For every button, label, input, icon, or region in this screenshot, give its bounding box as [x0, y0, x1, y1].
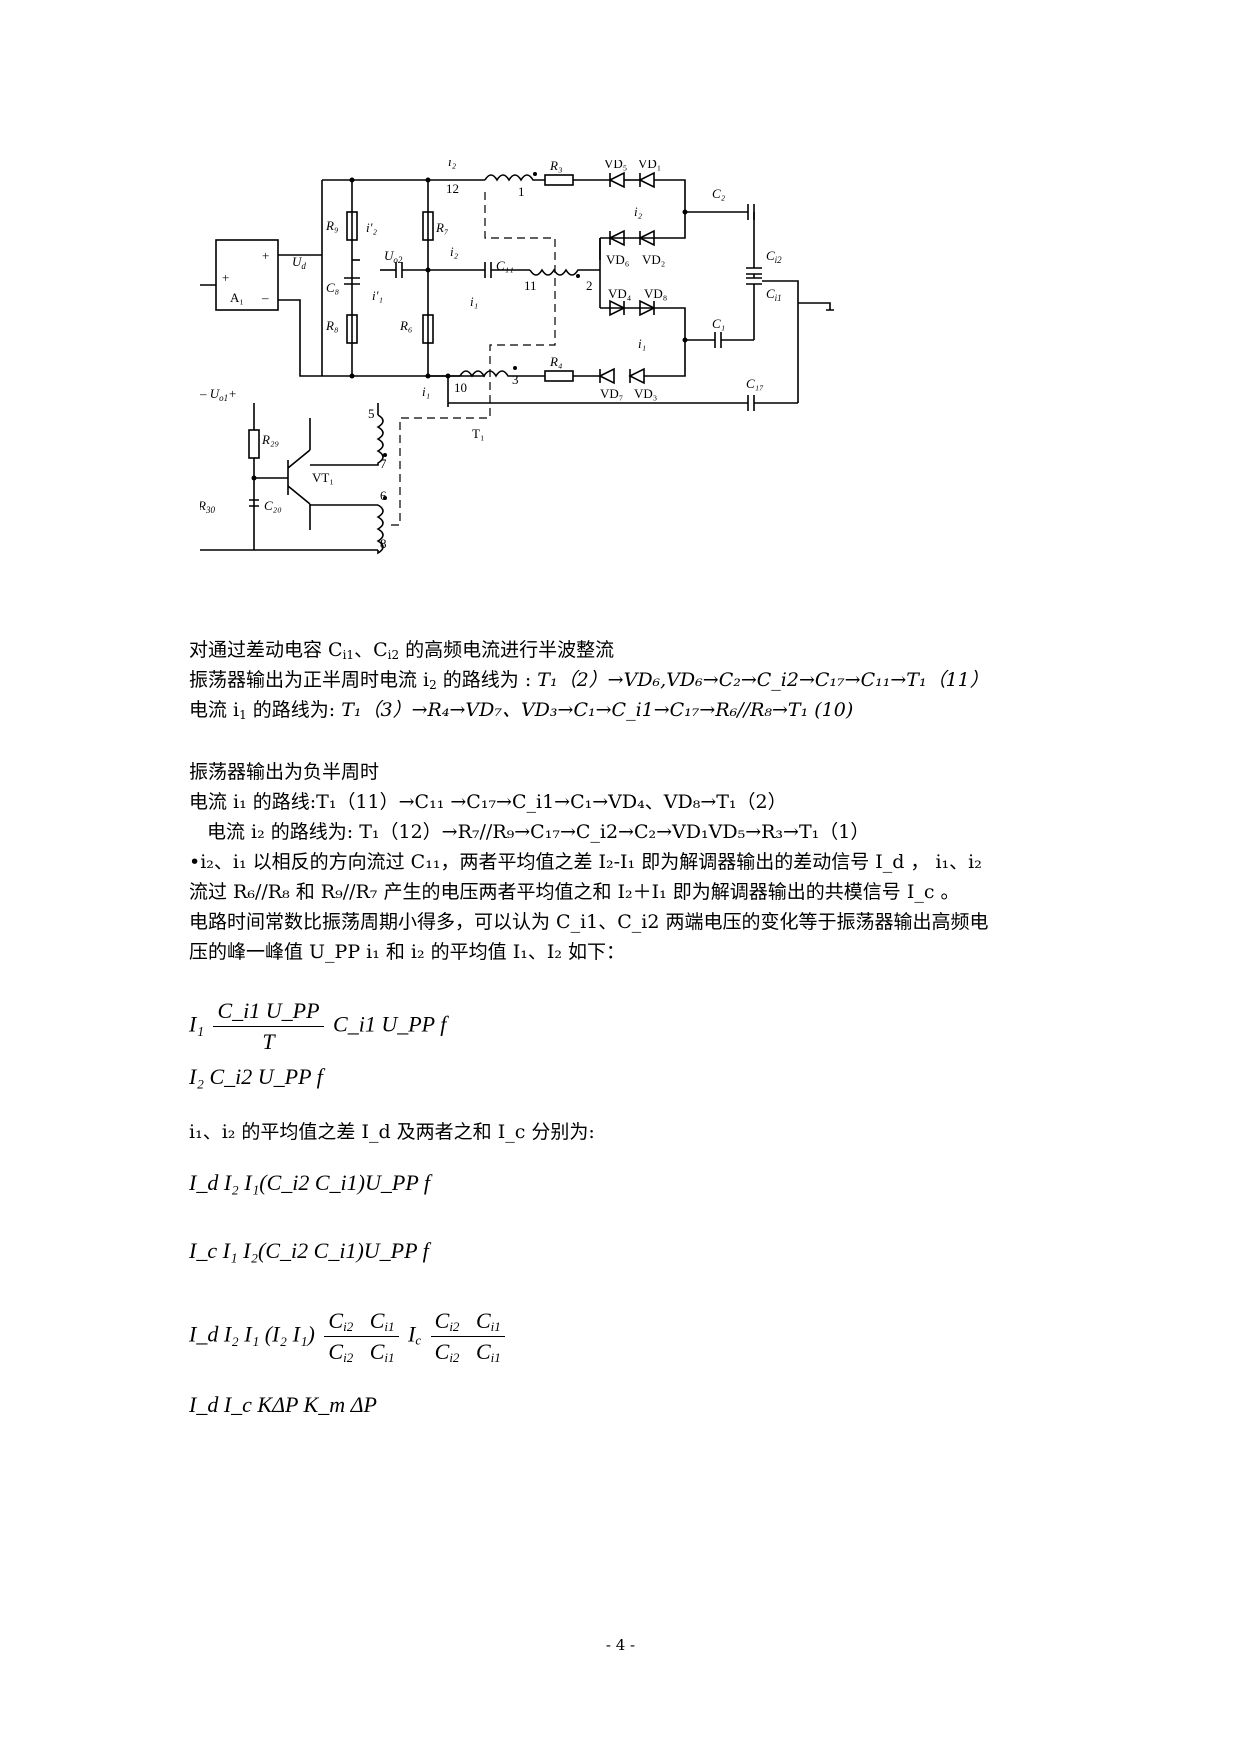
label-n2: 2 [586, 278, 593, 293]
paragraph-line-7: •i₂、i₁ 以相反的方向流过 C₁₁，两者平均值之差 I₂-I₁ 即为解调器输… [189, 851, 982, 873]
equation-4: I_c I₁ I₂(C_i2 C_i1)U_PP f [189, 1238, 429, 1263]
label-a1: A₁ [230, 290, 244, 305]
label-ci2: Ci2 [766, 248, 782, 265]
label-vd1: VD₁ [638, 160, 661, 171]
equation-6: I_d I_c KΔP K_m ΔP [189, 1392, 377, 1417]
paragraph-line-5: 电流 i₁ 的路线:T₁（11）→C₁₁ →C₁₇→C_i1→C₁→VD₄、VD… [189, 791, 787, 813]
label-c11: C₁₁ [496, 258, 514, 273]
label-n8: 8 [380, 536, 387, 551]
paragraph-line-11: i₁、i₂ 的平均值之差 I_d 及两者之和 I_c 分别为: [189, 1121, 595, 1143]
label-c2: C₂ [712, 186, 726, 201]
paragraph-line-9: 电路时间常数比振荡周期小得多，可以认为 C_i1、C_i2 两端电压的变化等于振… [189, 911, 989, 933]
label-r6: R₆ [399, 318, 412, 333]
label-n1: 1 [518, 184, 525, 199]
label-n6: 6 [380, 488, 387, 503]
equation-2: I₂ C_i2 U_PP f [189, 1064, 323, 1089]
label-vd5: VD₅ [604, 160, 627, 171]
label-i2-mid: i₂ [634, 204, 643, 219]
label-vt1: VT₁ [312, 470, 334, 485]
label-t1: T₁ [472, 426, 484, 441]
circuit-diagram: i₂ 12 1 R₃ VD₅ VD₁ C₂ i₂ R₉ i′₂ R₇ Ud Uo… [200, 160, 834, 555]
label-ci1: Ci1 [766, 286, 782, 303]
label-r29: R₂₉ [261, 432, 279, 447]
label-r30: R30 [200, 498, 215, 515]
label-vd6: VD₆ [606, 252, 629, 267]
label-r7: R₇ [435, 220, 449, 235]
label-c8: C₈ [326, 280, 340, 295]
paragraph-line-4: 振荡器输出为负半周时 [189, 761, 380, 783]
page-number: - 4 - [605, 1636, 636, 1654]
label-r4: R₄ [549, 354, 563, 369]
label-i2-top: i₂ [448, 160, 457, 169]
label-i1-mid: i₁ [638, 336, 646, 351]
label-vd7: VD₇ [600, 386, 623, 401]
label-minus: – [261, 290, 269, 305]
label-r3: R₃ [549, 160, 562, 173]
equation-3: I_d I₂ I₁(C_i2 C_i1)U_PP f [189, 1170, 430, 1195]
label-i2-prime: i′₂ [366, 220, 377, 235]
label-n11: 11 [524, 278, 537, 293]
label-r9: R₉ [325, 218, 338, 233]
label-plus: + [222, 270, 229, 285]
label-vd2: VD₂ [642, 252, 665, 267]
paragraph-line-8: 流过 R₆∕∕R₈ 和 R₉∕∕R₇ 产生的电压两者平均值之和 I₂＋I₁ 即为… [189, 881, 960, 903]
label-c20: C₂₀ [264, 498, 282, 513]
label-n5: 5 [368, 406, 375, 421]
label-i2-c11: i₂ [450, 244, 459, 259]
paragraph-line-1: 对通过差动电容 Ci1、Ci2 的高频电流进行半波整流 [189, 639, 615, 662]
label-n10: 10 [454, 380, 467, 395]
label-i1-prime: i′₁ [372, 288, 383, 303]
paragraph-line-6: 电流 i₂ 的路线为: T₁（12）→R₇∕∕R₉→C₁₇→C_i2→C₂→VD… [207, 821, 870, 843]
label-c1: C₁ [712, 316, 725, 331]
paragraph-line-10: 压的峰一峰值 U_PP i₁ 和 i₂ 的平均值 I₁、I₂ 如下： [189, 941, 625, 963]
label-vd4: VD₄ [608, 286, 632, 301]
label-n7: 7 [380, 456, 387, 471]
label-r8: R₈ [325, 318, 339, 333]
label-n12: 12 [446, 181, 459, 196]
label-vd8: VD₈ [644, 286, 667, 301]
label-plus-2: + [262, 248, 269, 263]
paragraph-line-3: 电流 i1 的路线为: T₁（3）→R₄→VD₇、VD₃→C₁→C_i1→C₁₇… [189, 699, 854, 722]
label-c17: C₁₇ [746, 376, 764, 391]
label-uo2: Uo2 [384, 248, 403, 265]
label-uo1: – Uo1+ [200, 386, 237, 403]
label-vd3: VD₃ [634, 386, 657, 401]
label-n3: 3 [512, 372, 519, 387]
paragraph-line-2: 振荡器输出为正半周时电流 i2 的路线为 : T₁（2）→VD₆,VD₆→C₂→… [189, 669, 989, 692]
label-ud: Ud [292, 254, 306, 271]
label-i1-c11: i₁ [470, 294, 478, 309]
label-i1-bot: i₁ [422, 384, 430, 399]
